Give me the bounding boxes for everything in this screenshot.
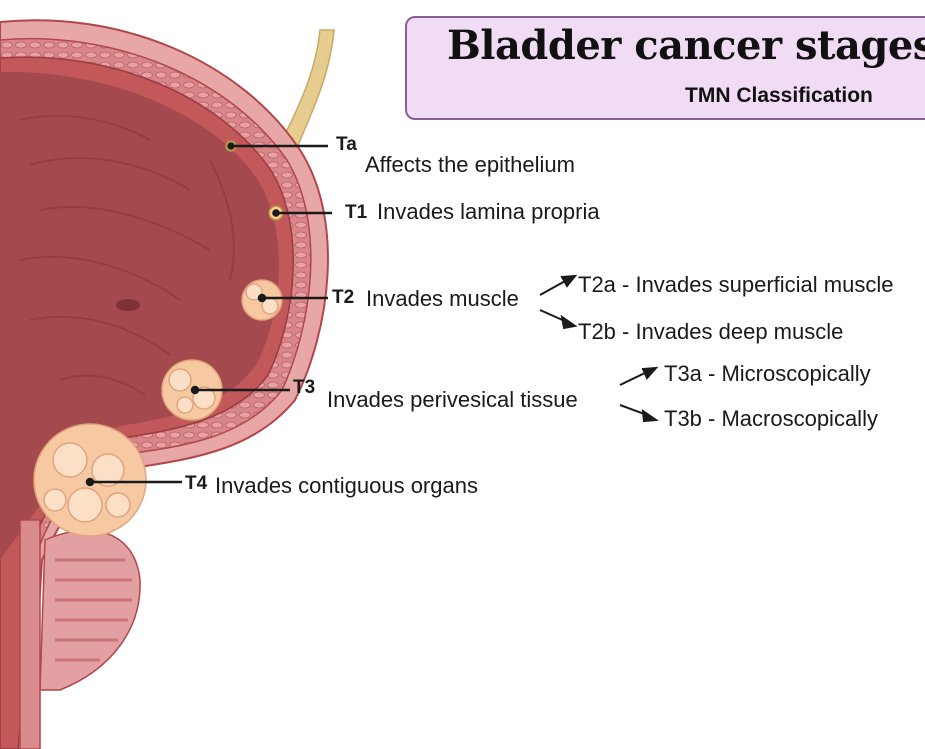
stage-t4-description: Invades contiguous organs bbox=[215, 473, 478, 499]
urethra bbox=[20, 520, 40, 749]
ureter bbox=[282, 30, 334, 150]
stage-t1-code: T1 bbox=[345, 202, 367, 224]
page-subtitle: TMN Classification bbox=[685, 84, 873, 108]
stage-t3-description: Invades perivesical tissue bbox=[327, 387, 578, 413]
stage-ta-code: Ta bbox=[336, 134, 357, 156]
title-box: Bladder cancer stages TMN Classification bbox=[405, 16, 925, 120]
stage-t1-description: Invades lamina propria bbox=[377, 199, 600, 225]
prostate bbox=[40, 530, 140, 690]
stage-t2b-label: T2b - Invades deep muscle bbox=[578, 319, 843, 345]
stage-t3a-label: T3a - Microscopically bbox=[664, 361, 871, 387]
stage-t4-code: T4 bbox=[185, 473, 207, 495]
stage-t2a-label: T2a - Invades superficial muscle bbox=[578, 272, 893, 298]
stage-t3b-label: T3b - Macroscopically bbox=[664, 406, 878, 432]
stage-t2-description: Invades muscle bbox=[366, 286, 519, 312]
page-title: Bladder cancer stages bbox=[447, 22, 925, 69]
stage-t2-code: T2 bbox=[332, 287, 354, 309]
stage-t3-code: T3 bbox=[293, 377, 315, 399]
ureteral-orifice bbox=[116, 299, 140, 311]
stage-ta-description: Affects the epithelium bbox=[365, 152, 575, 178]
